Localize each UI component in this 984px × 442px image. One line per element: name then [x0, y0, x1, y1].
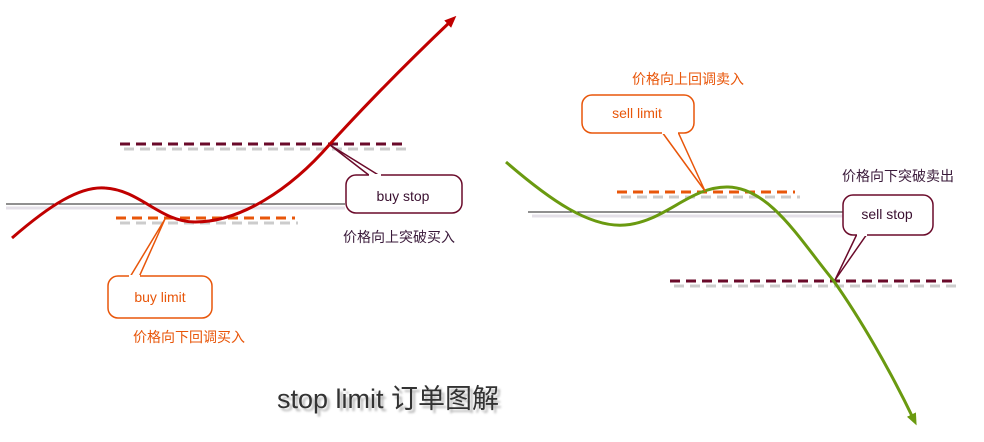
sell-panel: sell limit 价格向上回调卖入 sell stop 价格向下突破卖出: [505, 72, 960, 426]
buy-stop-label: buy stop: [377, 188, 430, 204]
sell-limit-label: sell limit: [612, 105, 662, 121]
buy-stop-callout: buy stop: [329, 144, 463, 214]
buy-stop-caption: 价格向上突破买入: [343, 230, 455, 246]
buy-price-curve: [11, 15, 457, 240]
sell-limit-caption: 价格向上回调卖入: [632, 72, 744, 88]
buy-limit-caption: 价格向下回调买入: [133, 330, 245, 346]
sell-limit-callout: sell limit: [581, 94, 706, 192]
buy-limit-callout: buy limit: [107, 218, 213, 319]
sell-stop-label: sell stop: [861, 206, 913, 222]
sell-price-curve: [505, 160, 917, 426]
buy-limit-label: buy limit: [134, 289, 185, 305]
diagram-title: stop limit 订单图解: [277, 384, 499, 414]
sell-stop-caption: 价格向下突破卖出: [842, 169, 954, 185]
buy-panel: buy stop 价格向上突破买入 buy limit 价格向下回调买入: [6, 15, 463, 346]
sell-stop-callout: sell stop: [834, 194, 934, 281]
